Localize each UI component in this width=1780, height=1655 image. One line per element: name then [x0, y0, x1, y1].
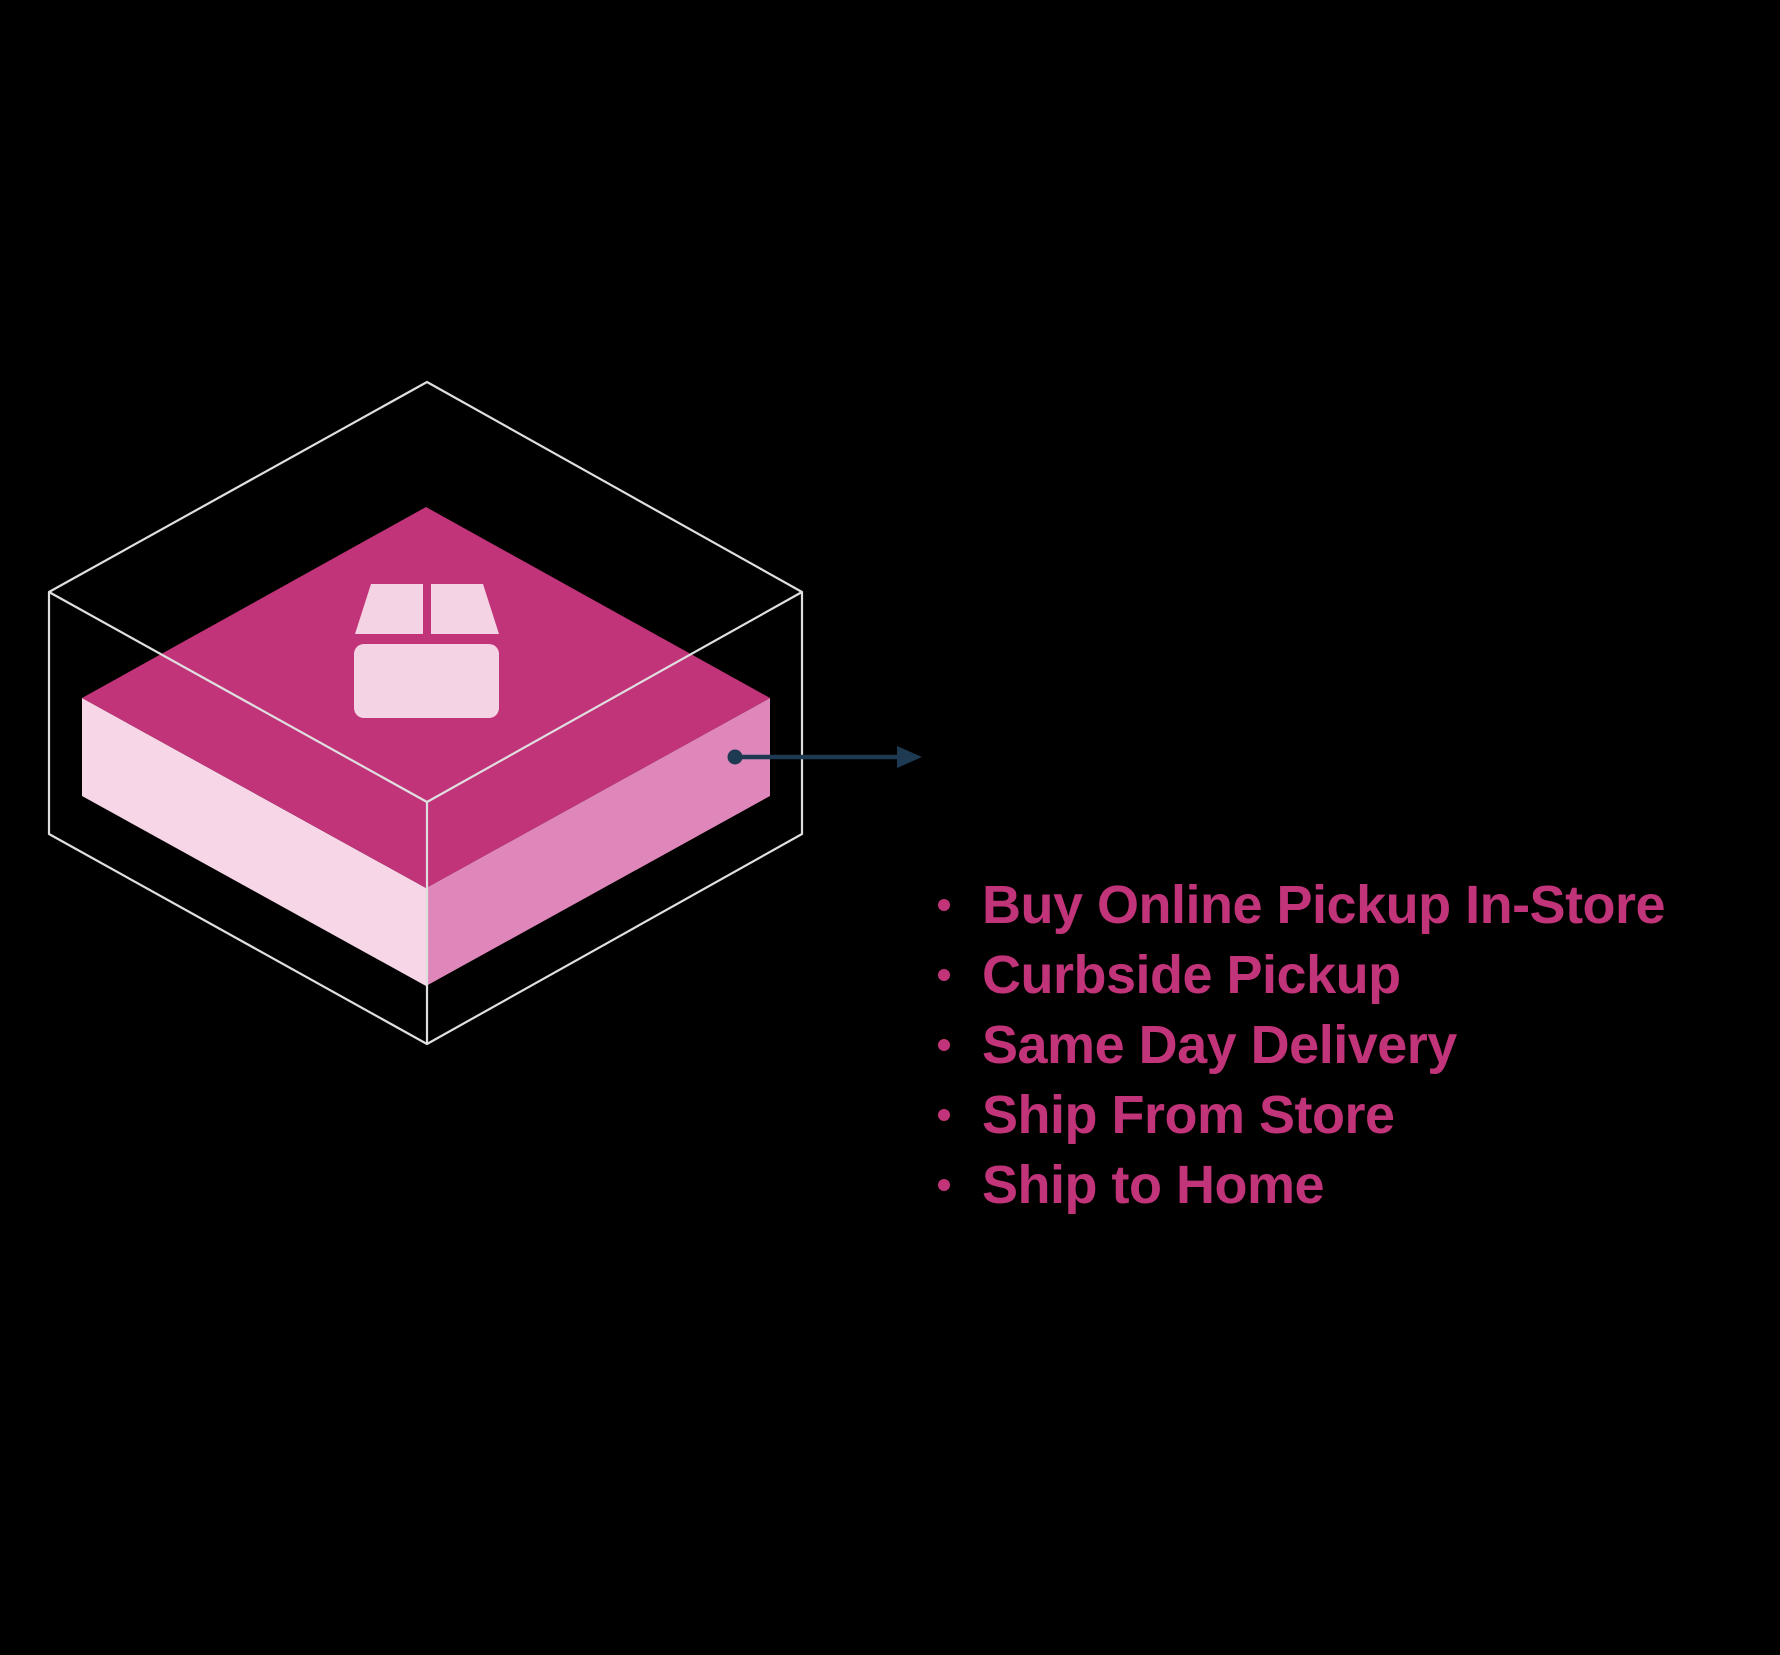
bullet-dot-icon — [938, 899, 950, 911]
callout-item: Curbside Pickup — [920, 940, 1760, 1010]
bullet-dot-icon — [938, 1179, 950, 1191]
package-flap-left-icon — [355, 584, 423, 634]
package-body-icon — [354, 644, 499, 718]
callout-item: Ship to Home — [920, 1150, 1760, 1220]
callout-label: Ship to Home — [982, 1155, 1325, 1215]
callout-item: Same Day Delivery — [920, 1010, 1760, 1080]
package-flap-right-icon — [431, 584, 499, 634]
bullet-dot-icon — [938, 1109, 950, 1121]
callout-label: Same Day Delivery — [982, 1015, 1457, 1075]
callout-item: Buy Online Pickup In-Store — [920, 870, 1760, 940]
callout-label: Curbside Pickup — [982, 945, 1401, 1005]
layer-left-face — [82, 698, 426, 986]
bullet-dot-icon — [938, 1039, 950, 1051]
callout-label: Ship From Store — [982, 1085, 1395, 1145]
bullet-dot-icon — [938, 969, 950, 981]
arrow-start-dot — [727, 749, 743, 765]
callout-arrow — [727, 746, 922, 768]
callout-list: Buy Online Pickup In-Store Curbside Pick… — [920, 870, 1760, 1220]
callout-label: Buy Online Pickup In-Store — [982, 875, 1666, 935]
layer-right-face — [426, 698, 770, 986]
callout-item: Ship From Store — [920, 1080, 1760, 1150]
arrow-head — [897, 746, 922, 768]
bounding-cube-wireframe — [47, 380, 804, 1046]
package-box-icon — [354, 584, 499, 718]
